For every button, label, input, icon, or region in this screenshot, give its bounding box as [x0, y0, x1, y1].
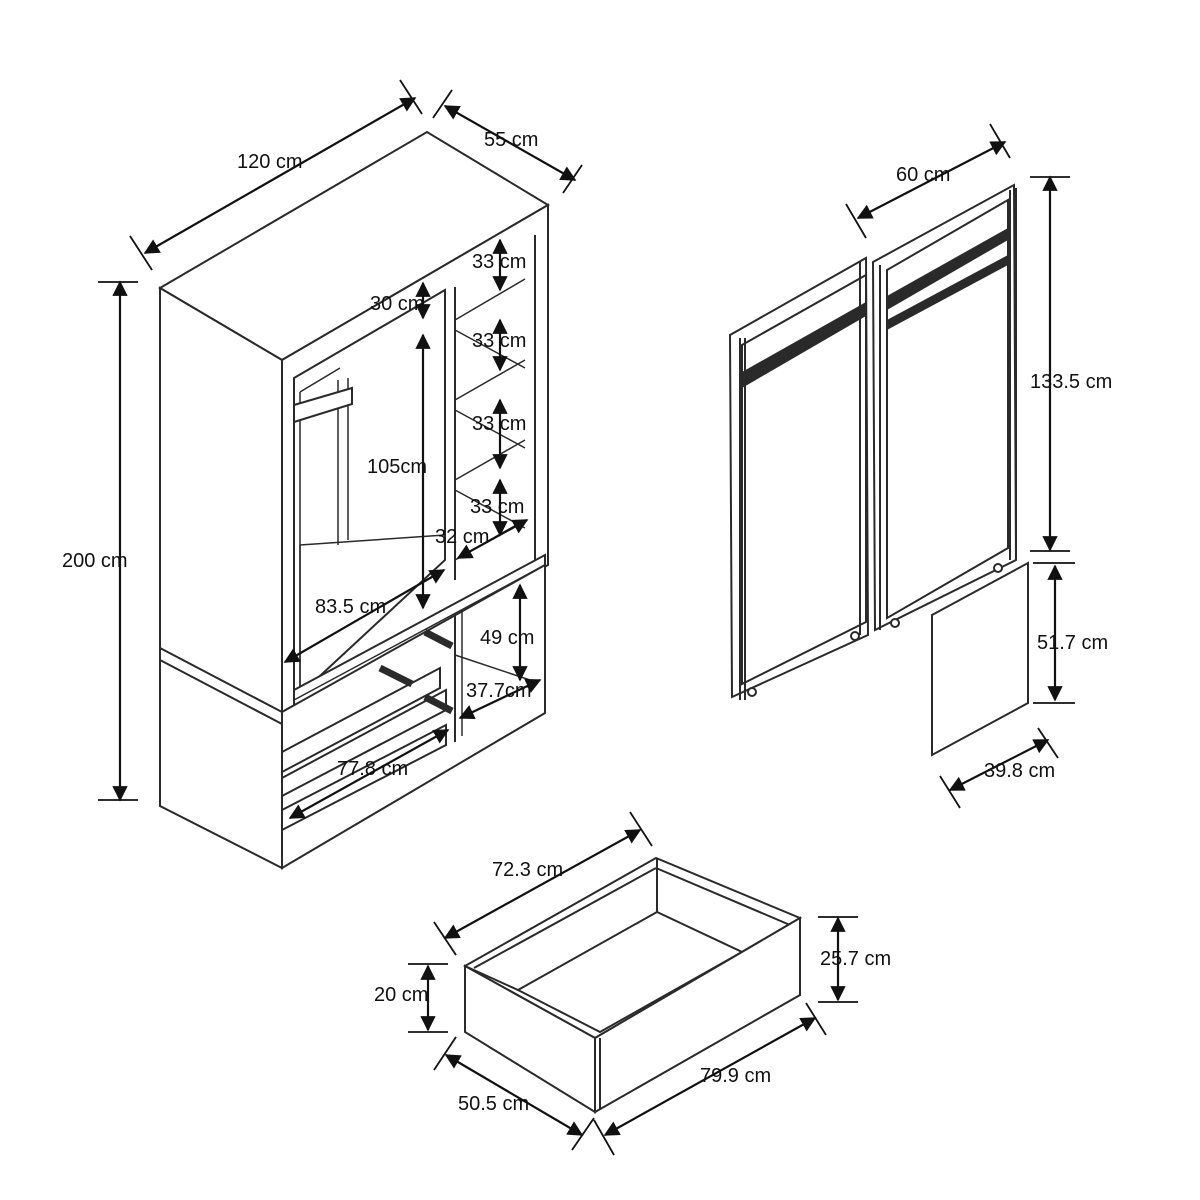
- label-height: 200 cm: [62, 550, 128, 572]
- label-drawer-depth: 50.5 cm: [458, 1093, 529, 1115]
- sliding-doors-drawing: [728, 183, 1029, 757]
- label-small-door-width: 39.8 cm: [984, 760, 1055, 782]
- label-drawer-front-width: 79.9 cm: [700, 1065, 771, 1087]
- label-shelf-depth: 32 cm: [435, 526, 489, 548]
- label-door-width: 60 cm: [896, 164, 950, 186]
- label-shelf-1: 33 cm: [472, 251, 526, 273]
- label-shelf-2: 33 cm: [472, 330, 526, 352]
- label-lower-compartment-width: 37.7cm: [466, 680, 532, 702]
- label-top-gap: 30 cm: [370, 293, 424, 315]
- label-lower-compartment-height: 49 cm: [480, 627, 534, 649]
- label-drawer-width: 72.3 cm: [492, 859, 563, 881]
- label-rail-width: 83.5 cm: [315, 596, 386, 618]
- wardrobe-dimension-lines: [98, 79, 583, 819]
- label-door-height: 133.5 cm: [1030, 371, 1112, 393]
- label-shelf-3: 33 cm: [472, 413, 526, 435]
- doors-dimension-lines: [845, 123, 1075, 809]
- dimension-labels: 120 cm 55 cm 200 cm 30 cm 105cm 83.5 cm …: [62, 129, 1112, 1115]
- label-width: 120 cm: [237, 151, 303, 173]
- label-drawer-side-height: 20 cm: [374, 984, 428, 1006]
- label-small-door-height: 51.7 cm: [1037, 632, 1108, 654]
- drawer-dimension-lines: [408, 811, 858, 1156]
- label-depth: 55 cm: [484, 129, 538, 151]
- label-shelf-4: 33 cm: [470, 496, 524, 518]
- label-hanging-height: 105cm: [367, 456, 427, 478]
- label-drawer-front-height: 25.7 cm: [820, 948, 891, 970]
- label-drawer-bay-width: 77.8 cm: [337, 758, 408, 780]
